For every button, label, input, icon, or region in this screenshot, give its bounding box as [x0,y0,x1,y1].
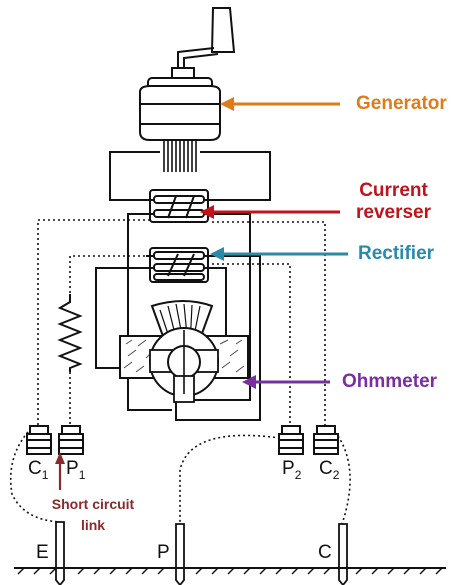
terminal-p1-letter: P [66,458,79,479]
spike-leads [9,431,351,525]
ohmmeter [119,300,249,403]
generator-commutator [163,140,197,172]
spike-p-label: P [157,542,170,563]
current-reverser-label: Current reverser [356,180,431,224]
terminal-c2-label: C2 [319,458,340,482]
terminal-c1-sub: 1 [41,468,49,482]
current-reverser-label-line1: Current [359,180,428,201]
generator-circuit [109,151,271,201]
ohmmeter-arrow [242,375,330,389]
short-circuit-link-line2: link [80,517,106,533]
generator-label: Generator [356,93,447,114]
terminal-p2-letter: P [282,458,295,479]
external-leads [37,219,326,428]
terminal-p2-sub: 2 [294,468,302,482]
terminal-c1-label: C1 [28,458,49,482]
ohmmeter-label: Ohmmeter [342,371,438,392]
resistor [57,294,83,372]
spike-e-label: E [36,542,49,563]
terminal-p1-label: P1 [66,458,86,482]
current-reverser-label-line2: reverser [356,202,432,223]
earth-spike-p [175,523,185,585]
terminal-p2 [278,425,304,455]
terminal-c2 [313,425,339,455]
terminal-c2-sub: 2 [332,468,340,482]
rectifier-arrow [210,247,348,261]
ground-line [14,567,446,575]
current-reverser-arrow [200,205,340,219]
current-reverser [146,189,212,223]
rectifier [146,247,212,283]
terminal-c1-letter: C [28,458,42,479]
terminal-p2-label: P2 [282,458,302,482]
crank-handle [171,7,236,81]
terminal-p1 [58,425,84,455]
short-circuit-arrow [55,452,65,490]
generator-body [139,77,221,141]
earth-spike-c [338,523,348,585]
short-circuit-link-line1: Short circuit [51,496,135,512]
rectifier-label: Rectifier [358,243,435,264]
short-circuit-link-label: Short circuit link [38,494,148,536]
generator-arrow [220,97,340,111]
terminal-c2-letter: C [319,458,333,479]
terminal-p1-sub: 1 [78,468,86,482]
spike-c-label: C [318,542,332,563]
terminal-c1 [26,425,52,455]
earth-spike-e [55,521,65,585]
